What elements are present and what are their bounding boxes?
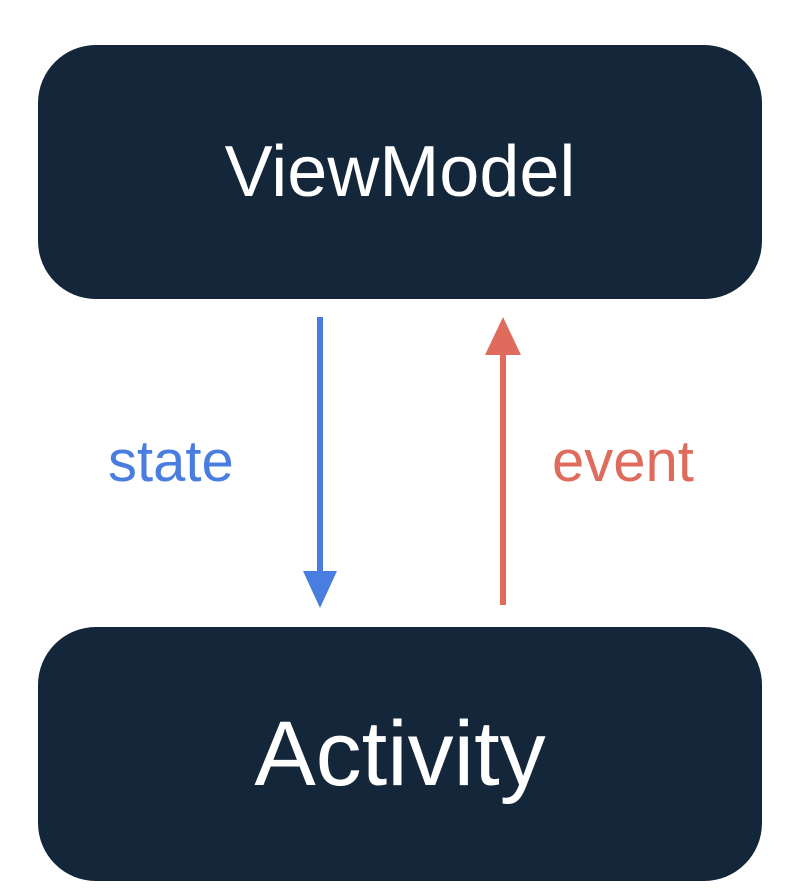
viewmodel-label: ViewModel: [224, 132, 576, 212]
activity-node: Activity: [38, 627, 762, 881]
viewmodel-node: ViewModel: [38, 45, 762, 299]
activity-label: Activity: [254, 702, 546, 805]
state-arrow: [303, 317, 337, 608]
event-label: event: [552, 429, 694, 494]
state-label: state: [108, 429, 234, 494]
event-arrow: [485, 317, 521, 605]
